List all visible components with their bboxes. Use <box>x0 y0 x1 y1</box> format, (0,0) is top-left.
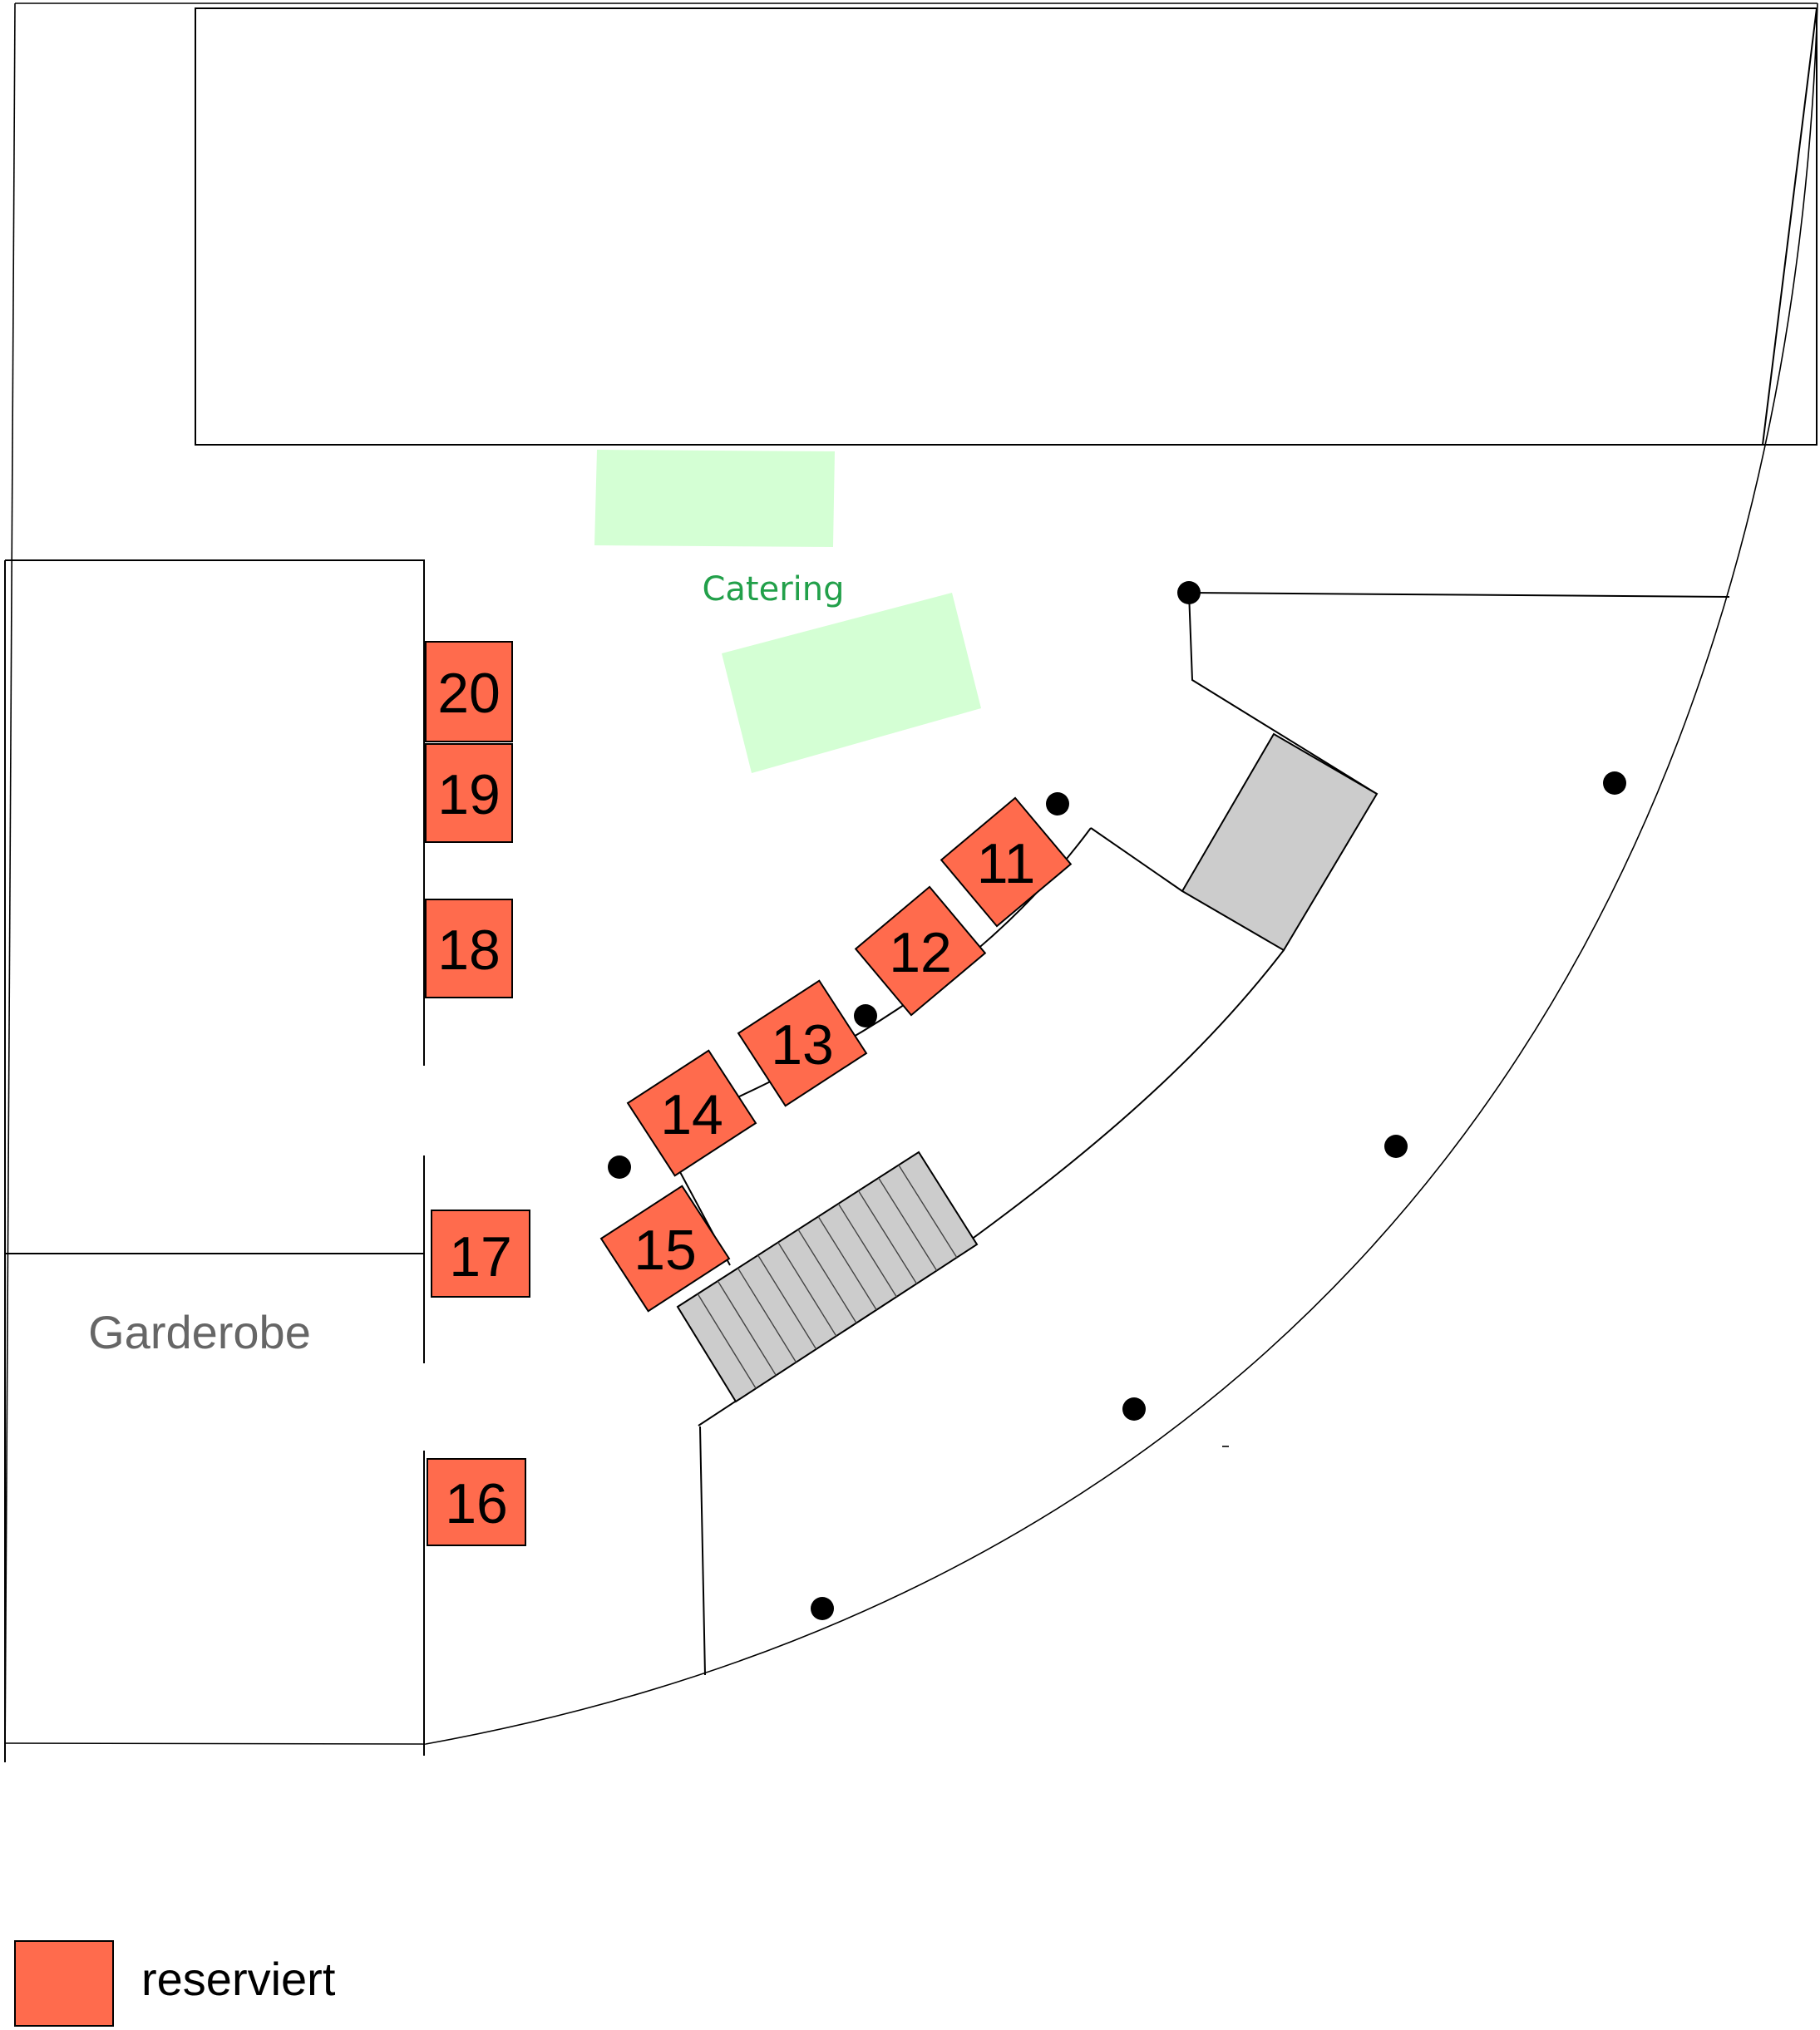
legend-reserved-label: reserviert <box>141 1953 336 2005</box>
booth-number: 17 <box>449 1225 512 1288</box>
hall-outline <box>4 2 1818 1763</box>
post-dot <box>1046 792 1069 815</box>
booth-number: 19 <box>437 763 501 826</box>
catering-area: Catering <box>594 450 981 773</box>
stair-tread <box>737 1268 797 1363</box>
catering-label: Catering <box>702 570 844 609</box>
stair-tread <box>878 1177 938 1271</box>
catering-table-2 <box>722 593 981 773</box>
booth-16[interactable]: 16 <box>427 1458 526 1546</box>
post-dot <box>811 1597 834 1620</box>
booth-19[interactable]: 19 <box>425 743 513 843</box>
stair-tread <box>757 1254 817 1350</box>
top-room-edge <box>1762 7 1818 446</box>
stair-tread <box>837 1203 897 1298</box>
stage-block-upper <box>1181 732 1379 952</box>
booth-11[interactable]: 11 <box>940 796 1073 928</box>
post-dot <box>1603 771 1626 795</box>
stairs <box>676 1150 979 1403</box>
booth-18[interactable]: 18 <box>425 899 513 998</box>
booth-number: 13 <box>771 1013 834 1077</box>
left-rooms <box>4 559 425 1762</box>
stair-tread <box>797 1229 857 1323</box>
booth-number: 11 <box>977 832 1036 895</box>
top-room <box>195 7 1818 446</box>
post-dot <box>1384 1135 1408 1158</box>
booth-17[interactable]: 17 <box>431 1210 530 1298</box>
legend-reserved-swatch <box>14 1940 114 2027</box>
booth-12[interactable]: 12 <box>854 885 987 1017</box>
stair-tread <box>697 1293 757 1389</box>
post-dot <box>608 1155 631 1179</box>
right-partitions <box>678 592 1730 1676</box>
booth-number: 18 <box>437 919 501 982</box>
booth-14[interactable]: 14 <box>626 1049 757 1177</box>
post-dot <box>1122 1397 1146 1421</box>
booth-number: 20 <box>437 662 501 725</box>
booth-15[interactable]: 15 <box>599 1185 731 1313</box>
stair-tread <box>898 1165 958 1259</box>
post-dot <box>854 1004 877 1027</box>
posts <box>608 581 1626 1620</box>
catering-table-1 <box>594 450 835 547</box>
post-dot <box>1177 581 1201 604</box>
booth-number: 16 <box>445 1472 508 1535</box>
booth-13[interactable]: 13 <box>737 979 868 1107</box>
booth-20[interactable]: 20 <box>425 641 513 742</box>
booth-number: 15 <box>634 1219 697 1282</box>
garderobe-label: Garderobe <box>88 1306 311 1358</box>
booth-number: 14 <box>660 1083 723 1146</box>
stair-tread <box>777 1242 837 1337</box>
stair-tread <box>857 1190 918 1284</box>
legend: reserviert <box>14 1940 336 2027</box>
stair-tread <box>717 1280 777 1376</box>
booth-number: 12 <box>889 921 952 984</box>
stair-tread <box>817 1216 877 1311</box>
